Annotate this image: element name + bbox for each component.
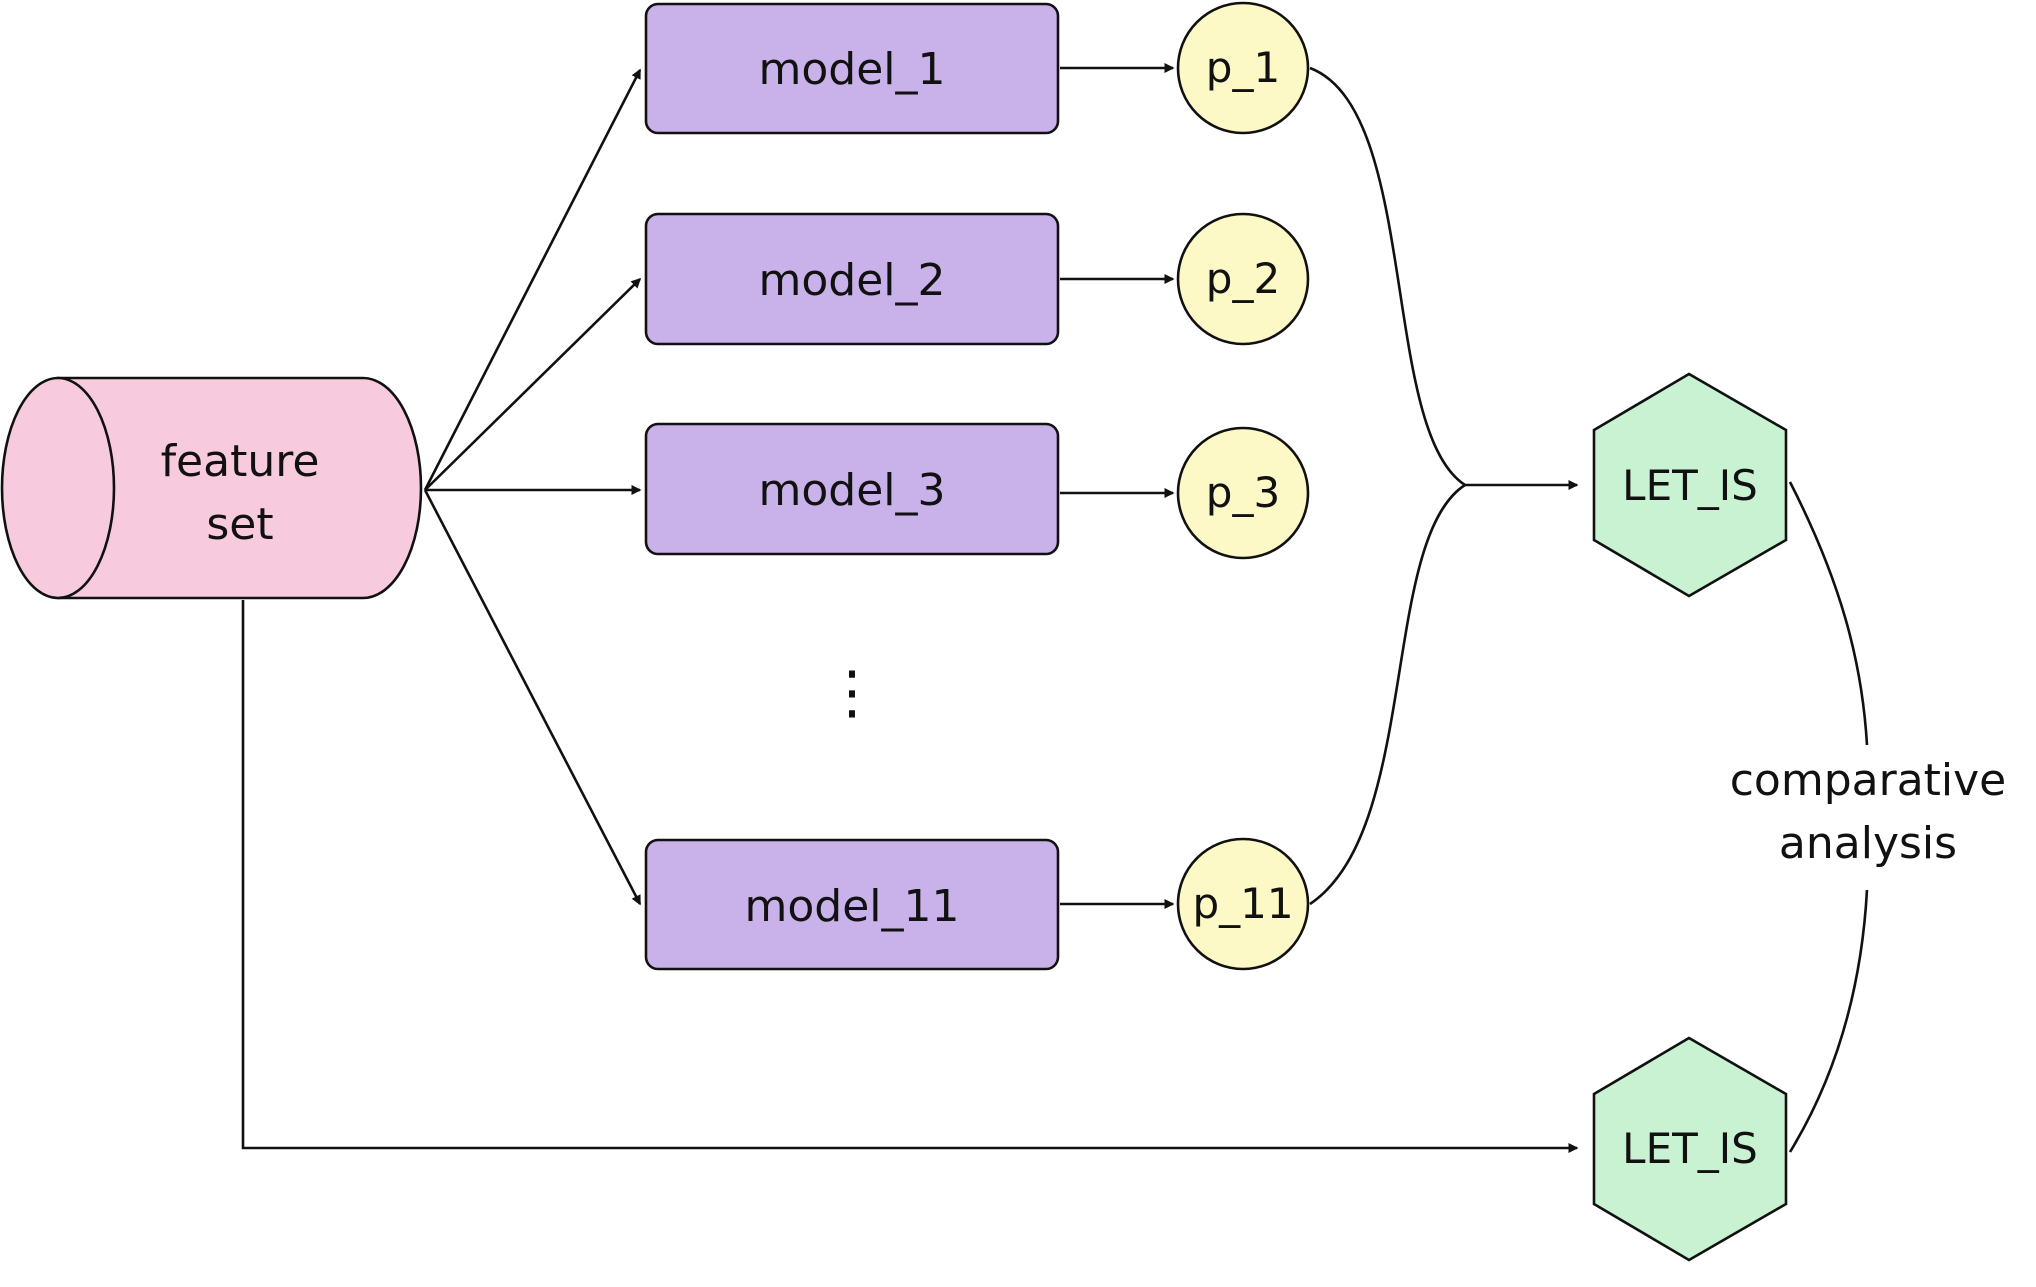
let-is-node-bottom-label: LET_IS: [1622, 1124, 1758, 1173]
model-box-1-label: model_1: [759, 44, 946, 95]
comparative-analysis-line-2: analysis: [1779, 818, 1957, 869]
comparative-analysis-line-1: comparative: [1730, 755, 2007, 806]
model-box-11: model_11: [644, 838, 1060, 971]
prediction-node-3-label: p_3: [1206, 468, 1280, 517]
comparison-link: [1788, 481, 1869, 1153]
prediction-node-1-label: p_1: [1206, 43, 1280, 92]
merge-curve-from-p-11: [1309, 483, 1466, 906]
prediction-node-2: p_2: [1176, 212, 1310, 346]
let-is-node-top: LET_IS: [1592, 372, 1788, 598]
models-ellipsis: ⋮: [823, 658, 881, 726]
model-box-2-shape: [644, 212, 1060, 346]
prediction-node-2-label: p_2: [1206, 254, 1280, 303]
edge-feature-to-model-1: [423, 68, 642, 491]
comparison-arc-lower: [1788, 889, 1869, 1153]
feature-set-body: [56, 376, 423, 600]
feature-set-left-cap: [0, 376, 116, 600]
model-box-1: model_1: [644, 2, 1060, 135]
feature-to-model-edges: [423, 68, 642, 906]
model-box-11-shape: [644, 838, 1060, 971]
model-to-prediction-edges: [1060, 63, 1175, 909]
model-box-11-label: model_11: [745, 881, 960, 932]
edge-feature-to-model-2: [424, 277, 642, 491]
feature-set-label-line-2: set: [206, 499, 273, 550]
prediction-merge-edges: [1309, 66, 1579, 906]
let-is-node-top-shape: [1592, 372, 1788, 598]
prediction-node-1: p_1: [1176, 1, 1310, 135]
let-is-node-top-label: LET_IS: [1622, 461, 1758, 510]
model-box-2: model_2: [644, 212, 1060, 346]
feature-set-label-line-1: feature: [161, 436, 320, 487]
merge-curve-from-p-1: [1309, 66, 1466, 487]
prediction-node-3-shape: [1176, 426, 1310, 560]
model-box-1-shape: [644, 2, 1060, 135]
comparative-analysis-label: comparative analysis: [1730, 755, 2007, 869]
edge-feature-to-let-is-bottom: [241, 600, 1579, 1153]
prediction-node-2-shape: [1176, 212, 1310, 346]
model-box-3-label: model_3: [759, 465, 946, 516]
prediction-node-11-shape: [1176, 837, 1310, 971]
edge-feature-to-model-11: [423, 489, 642, 906]
let-is-node-bottom-shape: [1592, 1036, 1788, 1262]
feature-set-cylinder: feature set: [0, 376, 423, 600]
model-box-2-label: model_2: [759, 255, 946, 306]
let-is-node-bottom: LET_IS: [1592, 1036, 1788, 1262]
prediction-node-1-shape: [1176, 1, 1310, 135]
prediction-node-11: p_11: [1176, 837, 1310, 971]
model-box-3: model_3: [644, 422, 1060, 556]
prediction-node-3: p_3: [1176, 426, 1310, 560]
model-box-3-shape: [644, 422, 1060, 556]
prediction-node-11-label: p_11: [1192, 879, 1293, 928]
comparison-arc-upper: [1788, 481, 1869, 746]
